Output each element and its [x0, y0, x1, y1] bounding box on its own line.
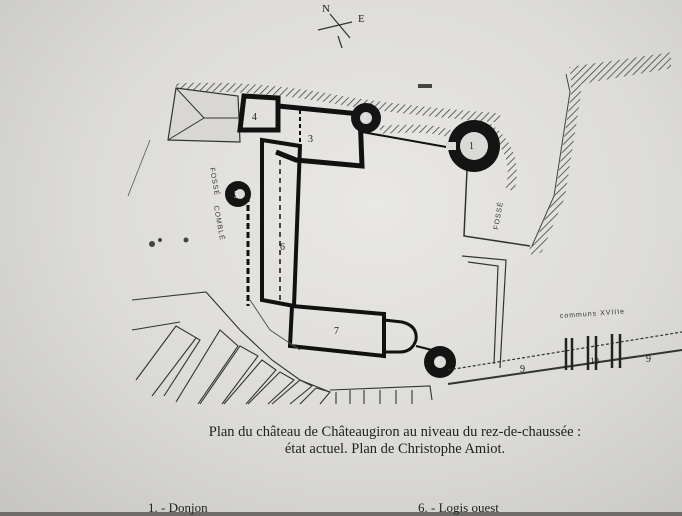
caption-line-1: Plan du château de Châteaugiron au nivea…: [208, 424, 582, 440]
caption-line-2: état actuel. Plan de Christophe Amiot.: [284, 441, 506, 457]
legend-item-1: 1. - Donjon: [148, 500, 208, 515]
label-2: 2: [362, 113, 367, 124]
label-fosse-east: FOSSÉ: [491, 200, 505, 230]
label-6: 6: [280, 242, 285, 253]
label-comble: COMBLÉ: [212, 205, 227, 242]
label-fosse-west: FOSSÉ: [208, 167, 222, 197]
label-1: 1: [469, 141, 474, 152]
label-8: 8: [435, 358, 440, 369]
communs-blocks: [564, 334, 622, 370]
label-10: 10: [590, 356, 600, 366]
figure-caption: Plan du château de Châteaugiron au nivea…: [150, 424, 640, 458]
scarp-hatch-2: [379, 124, 452, 138]
compass-north-label: N: [322, 3, 330, 15]
tower-2: [351, 103, 381, 133]
compass-rose: N E: [317, 3, 365, 49]
castle-floor-plan: N E: [127, 3, 682, 405]
label-7: 7: [334, 326, 339, 337]
label-3: 3: [308, 134, 313, 145]
legend-item-6: 6. - Logis ouest: [418, 500, 499, 515]
sketch-marks: [149, 84, 432, 247]
northwest-gabled-structure: [127, 87, 241, 197]
label-9-left: 9: [520, 364, 525, 375]
tower-5: [225, 181, 251, 207]
castle-walls: [237, 93, 453, 359]
label-communs: communs XVIIIe: [560, 308, 626, 320]
label-5: 5: [234, 190, 239, 201]
town-houses: [131, 291, 433, 405]
label-4: 4: [252, 112, 257, 123]
east-moat: [463, 52, 671, 255]
compass-east-label: E: [358, 13, 365, 25]
north-scarp-hatch: [175, 82, 501, 123]
label-9-right: 9: [646, 354, 651, 365]
tower-8: [424, 346, 456, 378]
tower-1-donjon: [446, 120, 500, 172]
